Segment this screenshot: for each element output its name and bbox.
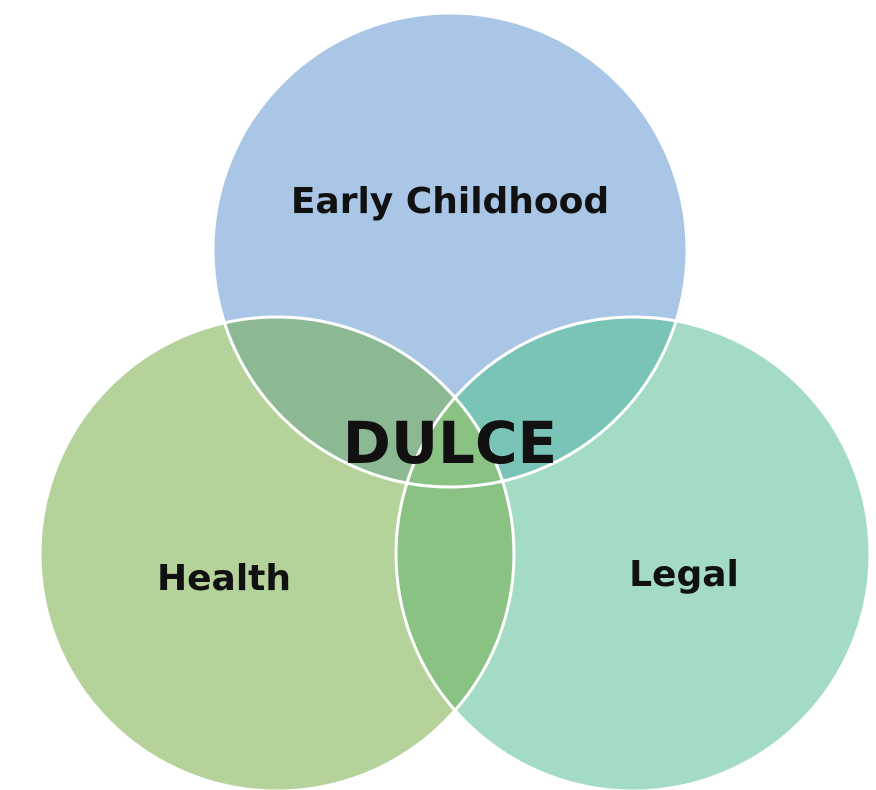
early-legal-overlap <box>396 317 687 487</box>
early-childhood-label: Early Childhood <box>291 181 609 222</box>
health-border <box>38 315 516 790</box>
health-label: Health <box>157 558 291 599</box>
center-label: DULCE <box>343 409 557 477</box>
early-childhood-border <box>211 11 689 489</box>
early-health-overlap <box>213 317 514 487</box>
legal-label: Legal <box>629 554 739 595</box>
legal-border <box>394 315 872 790</box>
